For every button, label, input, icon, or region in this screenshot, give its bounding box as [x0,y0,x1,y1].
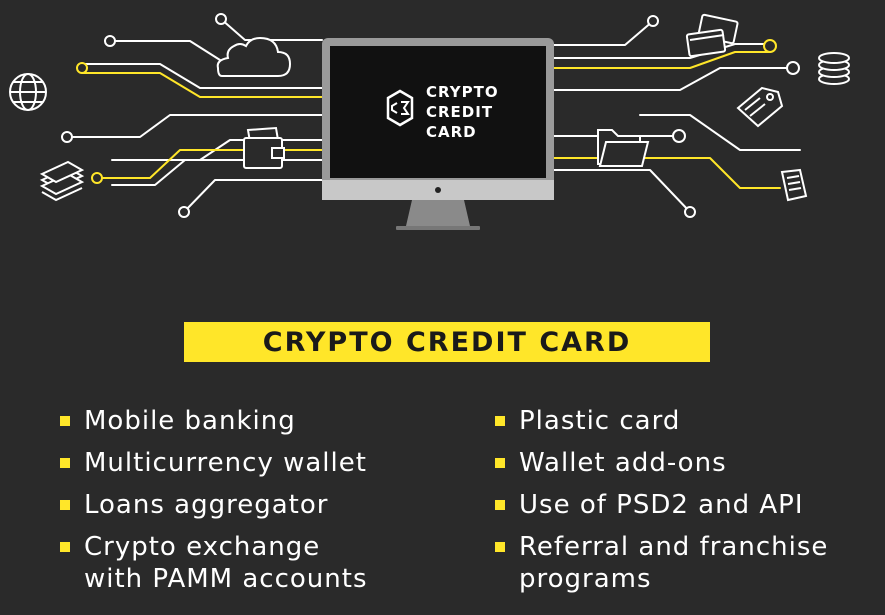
circuit-node [647,15,659,27]
feature-label: Wallet add-ons [519,448,727,478]
circuit-line [552,67,794,91]
circuit-line [66,114,323,138]
circuit-node [215,13,227,25]
coins-icon [818,52,850,85]
feature-label: Multicurrency wallet [84,448,367,478]
list-item: Referral and franchise programs [495,531,875,595]
circuit-line [552,51,771,69]
wallet-icon [243,126,285,169]
circuit-node [178,206,190,218]
title-banner: CRYPTO CREDIT CARD [184,322,710,362]
circuit-node [76,62,88,74]
feature-label: Mobile banking [84,406,296,436]
feature-label: Loans aggregator [84,490,329,520]
list-item: Wallet add-ons [495,447,875,479]
circuit-line [552,157,781,189]
feature-label: Use of PSD2 and API [519,490,804,520]
feature-label: Crypto exchange with PAMM accounts [84,532,368,594]
circuit-line [109,40,221,61]
monitor-title-line1: CRYPTO [426,83,499,101]
bullet-square-icon [495,416,505,426]
circuit-illustration [9,13,850,230]
circuit-node [763,39,777,53]
circuit-node [91,172,103,184]
circuit-line [639,114,801,151]
globe-icon [9,73,47,111]
list-item: Crypto exchange with PAMM accounts [60,531,460,595]
feature-label: Plastic card [519,406,681,436]
list-item: Plastic card [495,405,875,437]
banner-title: CRYPTO CREDIT CARD [262,326,632,358]
list-item: Loans aggregator [60,489,460,521]
document-icon [780,168,808,202]
cash-stack-icon [39,160,85,202]
bullet-square-icon [495,542,505,552]
bullet-square-icon [60,416,70,426]
bullet-square-icon [60,542,70,552]
list-item: Mobile banking [60,405,460,437]
bullet-square-icon [60,500,70,510]
circuit-line [81,72,323,98]
circuit-node [61,131,73,143]
circuit-node [786,61,800,75]
monitor-title-line3: CARD [426,123,477,141]
circuit-line [111,159,323,186]
monitor-title: CRYPTO CREDIT CARD [426,82,499,142]
circuit-line [552,169,691,213]
list-item: Use of PSD2 and API [495,489,875,521]
feature-list-right: Plastic card Wallet add-ons Use of PSD2 … [495,405,875,605]
bullet-square-icon [60,458,70,468]
circuit-node [672,129,686,143]
credit-cards-icon [685,13,739,58]
monitor [322,38,554,230]
folder-icon [597,129,650,167]
circuit-line [183,179,323,213]
bullet-square-icon [495,458,505,468]
bullet-square-icon [495,500,505,510]
circuit-node [104,35,116,47]
circuit-node [684,206,696,218]
monitor-title-line2: CREDIT [426,103,494,121]
feature-label: Referral and franchise programs [519,532,829,594]
c3-logo-icon [386,89,414,127]
circuit-line [81,63,323,89]
cloud-icon [216,36,292,77]
feature-list-left: Mobile banking Multicurrency wallet Loan… [60,405,460,605]
list-item: Multicurrency wallet [60,447,460,479]
circuit-line [220,18,323,41]
price-tag-icon [736,86,784,128]
circuit-line [552,20,654,46]
